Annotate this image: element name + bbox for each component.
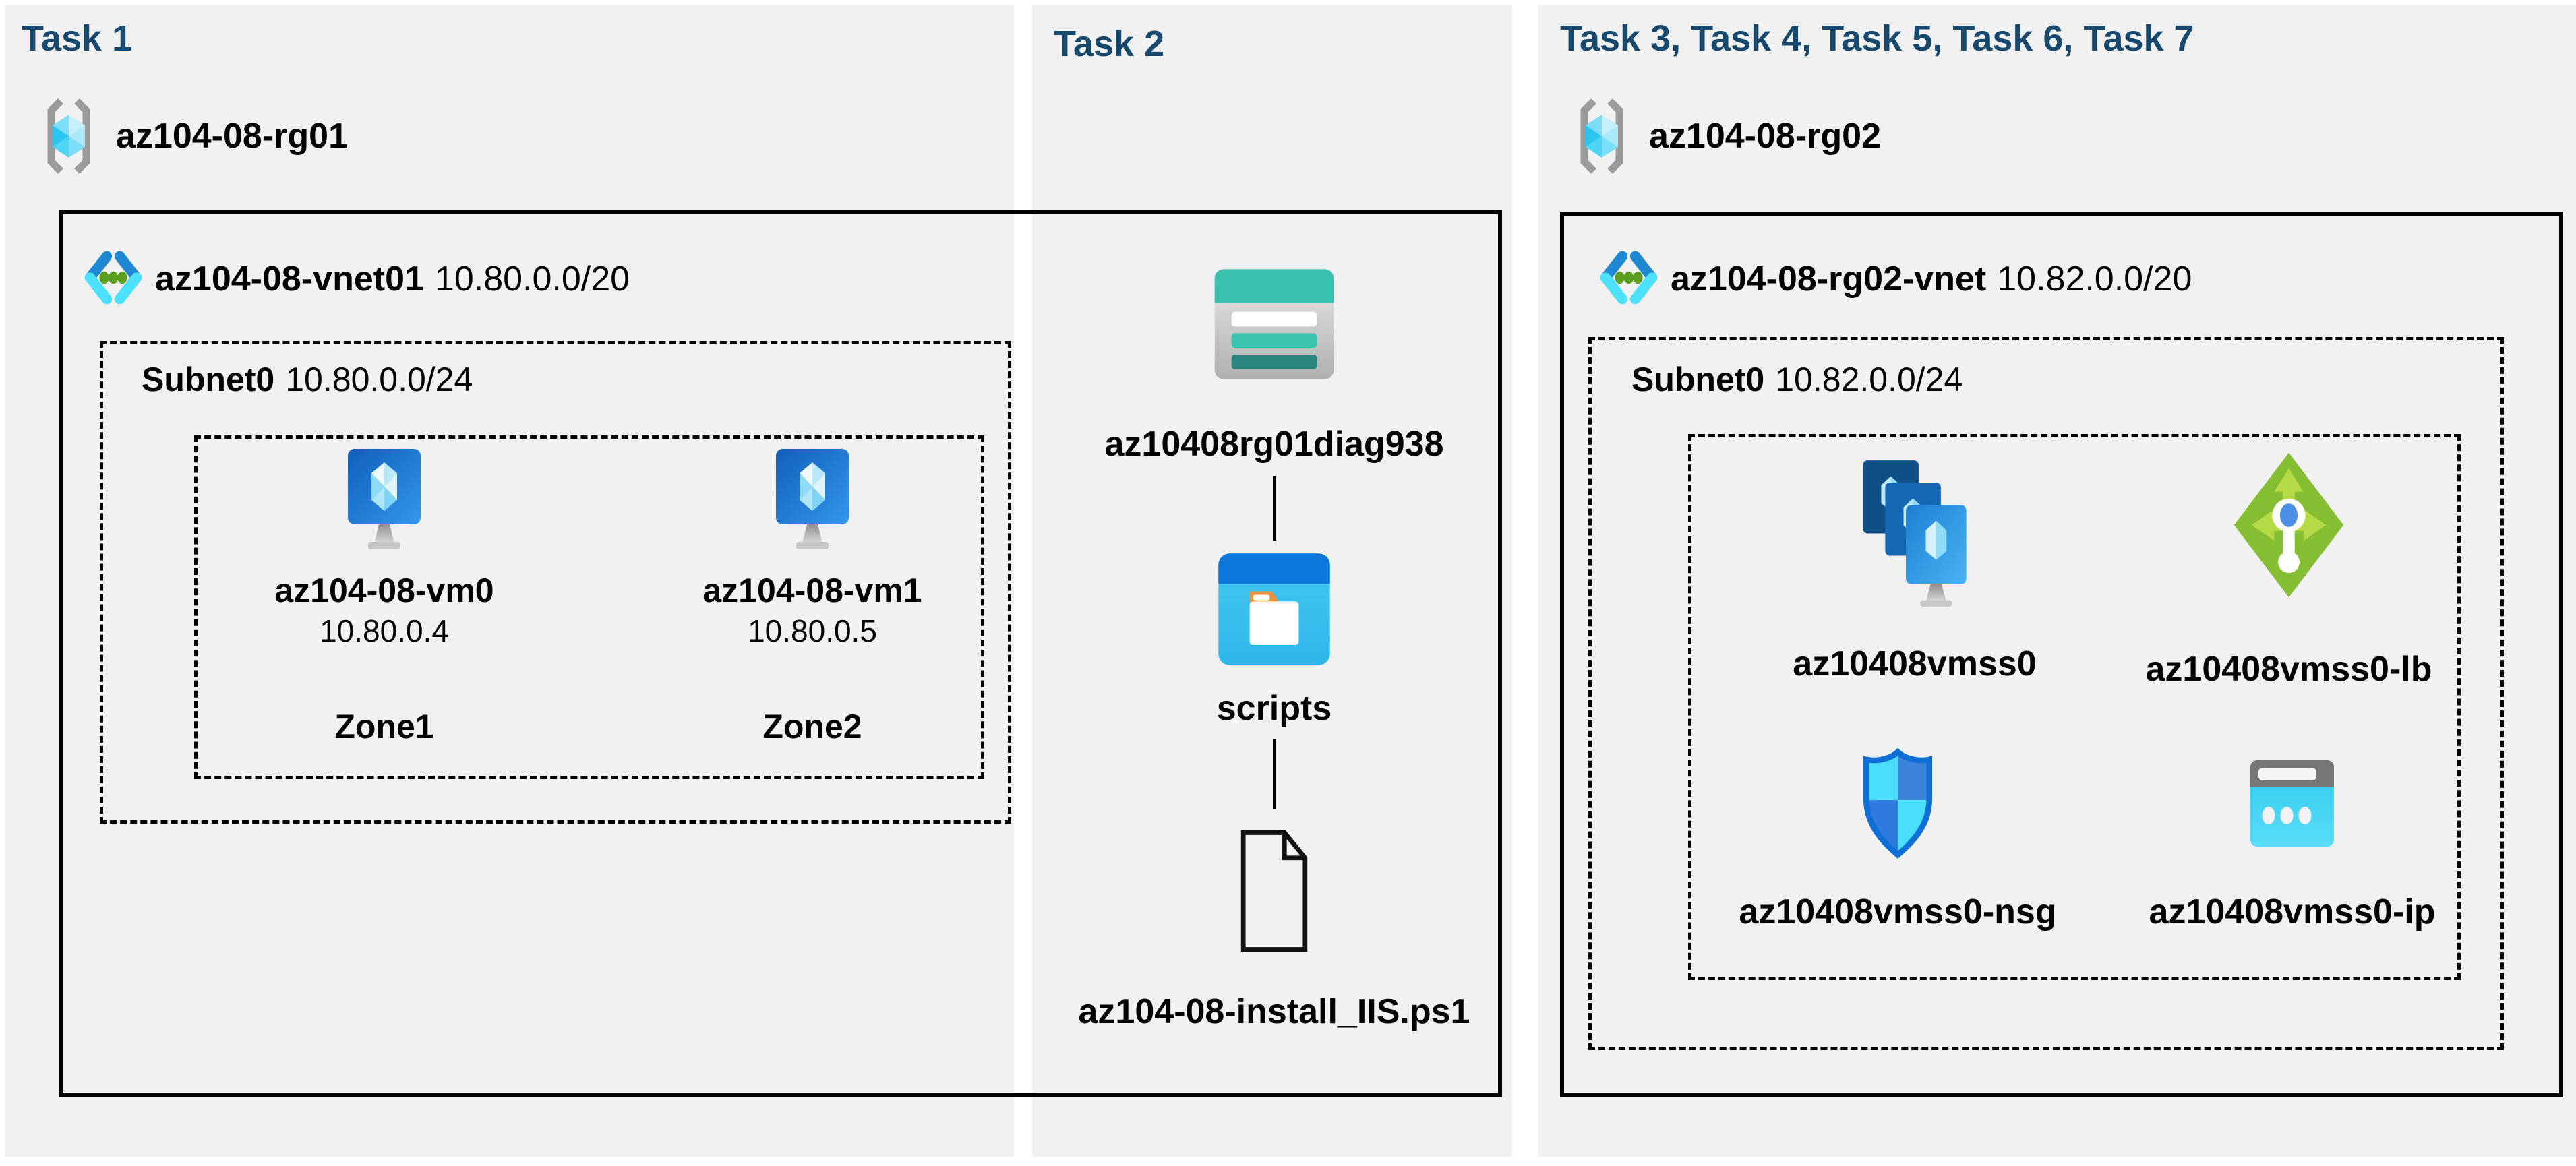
vm-name: az104-08-vm0 [274,572,494,609]
connector-line [1272,739,1276,809]
task2-storage-chain: az10408rg01diag938 scripts az104-08-inst… [1052,267,1497,1031]
virtual-network-icon [81,241,146,314]
task3-panel [1538,5,2576,1157]
vm-scale-set-icon [1854,456,1975,607]
task1-header: Task 1 [22,18,133,59]
subnet-label: Subnet0 10.80.0.0/24 [142,361,473,398]
vm-ip: 10.80.0.5 [748,613,877,648]
resource-name: az10408vmss0-nsg [1739,892,2057,931]
vnet-name: az104-08-vnet01 [155,259,424,299]
task1-panel [5,5,1014,1157]
storage-account-icon [1212,267,1336,381]
vm-name: az104-08-vm1 [702,572,922,609]
resource-name: az10408vmss0-ip [2149,892,2436,931]
task3-header: Task 3, Task 4, Task 5, Task 6, Task 7 [1560,18,2194,59]
vnet-name: az104-08-rg02-vnet [1671,259,1987,299]
resource-item: az10408vmss0-lb [2134,448,2444,689]
vnet-cidr: 10.80.0.0/20 [434,259,630,299]
resource-group-icon [40,97,97,175]
vm-item: az104-08-vm0 10.80.0.4 Zone1 [236,445,533,745]
load-balancer-icon [2230,448,2347,603]
resource-boundary-box-2 [1560,212,2563,1097]
virtual-machine-icon [772,445,853,555]
vm-ip: 10.80.0.4 [320,613,449,648]
container-name: scripts [1216,689,1332,728]
vm-zone: Zone2 [762,708,862,745]
vm-zone: Zone1 [334,708,434,745]
task2-header: Task 2 [1054,24,1165,64]
virtual-network-icon [1596,241,1661,314]
subnet-boundary [1588,337,2504,1050]
availability-zone-boundary [194,435,984,779]
subnet-boundary [100,341,1011,824]
subnet-label: Subnet0 10.82.0.0/24 [1631,361,1963,398]
connector-line [1272,476,1276,541]
resource-group-name: az104-08-rg01 [116,117,348,156]
public-ip-icon [2248,758,2337,849]
script-file-icon [1236,825,1312,957]
vm-item: az104-08-vm1 10.80.0.5 Zone2 [664,445,961,745]
resource-boundary-box-1 [59,210,1502,1097]
resource-item: az10408vmss0-nsg [1739,744,2057,931]
vmss-resource-boundary [1688,434,2461,980]
blob-container-icon [1216,551,1332,667]
vnet-cidr: 10.82.0.0/20 [1997,259,2192,299]
resource-group-name: az104-08-rg02 [1649,117,1881,156]
resource-item: az10408vmss0 [1760,456,2070,683]
script-file-name: az104-08-install_IIS.ps1 [1078,992,1470,1031]
resource-group-icon [1574,97,1630,175]
subnet-name: Subnet0 [1631,361,1765,398]
resource-name: az10408vmss0-lb [2145,650,2432,689]
resource-name: az10408vmss0 [1793,644,2037,683]
resource-item: az10408vmss0-ip [2137,758,2447,931]
storage-account-name: az10408rg01diag938 [1104,425,1444,464]
subnet-cidr: 10.82.0.0/24 [1775,361,1963,398]
subnet-cidr: 10.80.0.0/24 [285,361,473,398]
virtual-machine-icon [344,445,425,555]
subnet-name: Subnet0 [142,361,275,398]
network-security-group-icon [1855,744,1941,863]
